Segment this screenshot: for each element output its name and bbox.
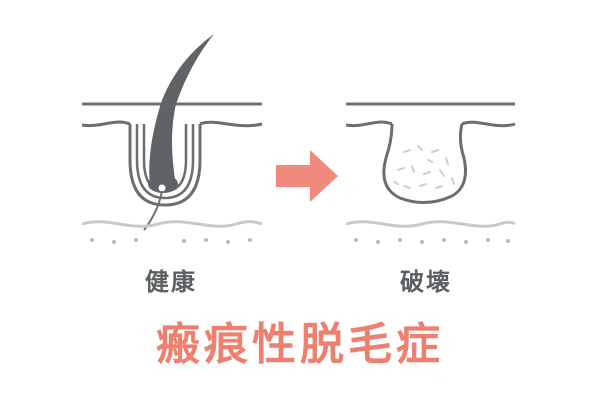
epidermis-wave-right-right — [461, 120, 516, 128]
destroyed-follicle-illustration — [345, 102, 516, 244]
dermal-papilla — [158, 184, 166, 192]
right-arrow-icon — [276, 150, 338, 202]
fat-dots — [90, 238, 252, 244]
scarred-follicle-outline — [382, 123, 467, 204]
hair-shaft-icon — [149, 34, 214, 185]
subcutis-wave — [81, 220, 263, 228]
follicle-middle-sheath — [135, 124, 195, 200]
epidermis-wave-right-left — [345, 120, 393, 128]
subcutis-wave-right — [345, 220, 516, 228]
follicle-outer-sheath — [128, 124, 202, 207]
healthy-follicle-illustration — [81, 34, 263, 244]
diagram-title: 瘢痕性脱毛症 — [156, 319, 444, 370]
destroyed-label: 破壊 — [400, 268, 452, 296]
fat-dots-right — [354, 238, 510, 244]
hair-bulb — [148, 175, 178, 193]
epidermis-wave-left — [81, 120, 131, 128]
healthy-label: 健康 — [145, 268, 197, 296]
scar-debris — [393, 145, 455, 189]
epidermis-wave-right — [199, 120, 263, 128]
